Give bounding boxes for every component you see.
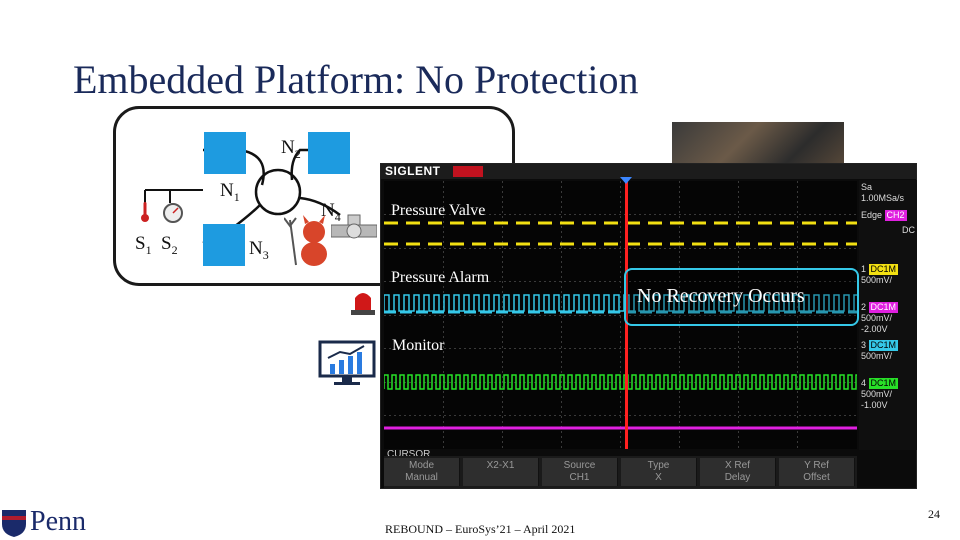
trigger-marker-icon[interactable] [620, 177, 632, 184]
trace-segment [384, 374, 857, 390]
sensor-label-s2: S2 [161, 233, 178, 257]
node-label-n1: N1 [220, 180, 240, 204]
trace-pressure-valve [384, 221, 857, 246]
page-number: 24 [928, 507, 940, 521]
node-label-n2: N2 [281, 137, 301, 161]
trace-monitor [384, 374, 857, 390]
penn-shield-icon [2, 510, 26, 537]
scope-waveform-area [384, 177, 857, 449]
node-label-n3: N3 [249, 238, 269, 262]
grid-line [384, 348, 857, 349]
monitor-chart-icon [318, 340, 376, 385]
oscilloscope-screen: SIGLENT CURSOR Sa 1.00MSa/s Edge CH2 DC … [380, 163, 917, 489]
node-n2-box-a [204, 132, 246, 174]
trigger-coupling: DC [902, 225, 915, 235]
grid-line [384, 214, 857, 215]
trace-pressure-alarm [384, 294, 857, 314]
slide-footer: REBOUND – EuroSys’21 – April 2021 [385, 522, 576, 536]
sensor-label-s1: S1 [135, 233, 152, 257]
pressure-gauge-icon [163, 203, 183, 223]
signal-label-monitor: Monitor [392, 337, 445, 354]
cursor-menu-label: CURSOR [387, 449, 431, 460]
grid-line [384, 248, 857, 249]
scope-brand: SIGLENT [385, 164, 441, 178]
signal-label-pressure-alarm: Pressure Alarm [391, 269, 490, 286]
no-recovery-callout [624, 268, 859, 326]
valve-icon [331, 214, 377, 239]
slide-title: Embedded Platform: No Protection [73, 57, 639, 102]
grid-line [384, 281, 857, 282]
penn-logo-text: Penn [30, 506, 86, 537]
trigger-mode: Edge CH2 [861, 210, 907, 221]
run-stop-badge [453, 166, 483, 177]
thermometer-icon [141, 202, 149, 222]
grid-line [384, 415, 857, 416]
callout-text: No Recovery Occurs [637, 285, 805, 307]
node-n1-box [203, 224, 245, 266]
waveform-traces [384, 221, 857, 430]
time-cursor-line[interactable] [625, 181, 628, 449]
signal-label-pressure-valve: Pressure Valve [391, 202, 486, 219]
attacker-devil-icon [284, 215, 327, 266]
sample-rate: Sa 1.00MSa/s [861, 182, 905, 203]
alarm-siren-icon [351, 293, 375, 315]
node-n2-box-b [308, 132, 350, 174]
softkey-x2-x1[interactable]: X2-X1 [463, 458, 539, 486]
grid-line [384, 315, 857, 316]
scope-status-bar: SIGLENT [381, 164, 916, 179]
